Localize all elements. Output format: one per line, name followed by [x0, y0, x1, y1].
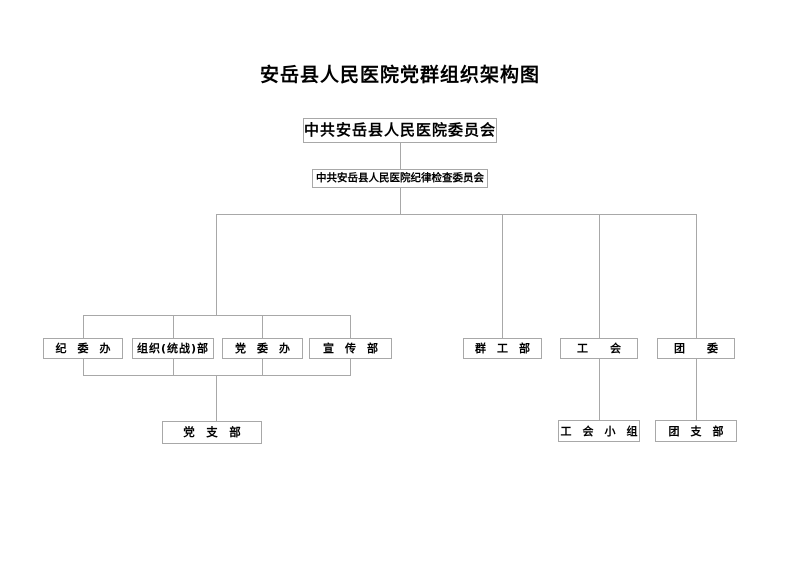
node-league-branch: 团 支 部	[655, 420, 737, 442]
node-discipline-committee-office: 纪 委 办	[43, 338, 123, 359]
connector-left-sub-horizontal	[83, 315, 351, 316]
connector-drop-publicity-dept	[350, 316, 351, 338]
node-labor-union: 工 会	[560, 338, 638, 359]
connector-below-discipline-office	[83, 359, 84, 376]
connector-below-party-office	[262, 359, 263, 376]
connector-drop-party-office	[262, 316, 263, 338]
connector-drop-organization-dept	[173, 316, 174, 338]
connector-drop-union-group	[599, 359, 600, 420]
node-publicity-dept: 宣 传 部	[309, 338, 392, 359]
node-party-branch: 党 支 部	[162, 421, 262, 444]
node-union-group: 工 会 小 组	[558, 420, 640, 442]
connector-lower-horizontal	[83, 375, 351, 376]
connector-below-publicity-dept	[350, 359, 351, 376]
node-youth-league-committee: 团 委	[657, 338, 735, 359]
connector-drop-labor-union	[599, 215, 600, 338]
connector-drop-youth-league	[696, 215, 697, 338]
connector-main-horizontal	[216, 214, 697, 215]
node-hospital-party-committee: 中共安岳县人民医院委员会	[303, 118, 497, 143]
chart-title: 安岳县人民医院党群组织架构图	[259, 64, 540, 86]
node-party-committee-office: 党 委 办	[222, 338, 303, 359]
connector-drop-mass-work	[502, 215, 503, 338]
node-mass-work-dept: 群 工 部	[463, 338, 542, 359]
node-organization-united-front-dept: 组织(统战)部	[132, 338, 214, 359]
connector-drop-discipline-office	[83, 316, 84, 338]
node-discipline-inspection-committee: 中共安岳县人民医院纪律检查委员会	[312, 169, 488, 188]
connector-drop-league-branch	[696, 359, 697, 420]
connector-discipline-to-trunk	[400, 188, 401, 215]
connector-drop-party-branch	[216, 376, 217, 421]
connector-left-cluster-vertical	[216, 215, 217, 315]
connector-root-to-discipline	[400, 143, 401, 169]
connector-below-organization-dept	[173, 359, 174, 376]
